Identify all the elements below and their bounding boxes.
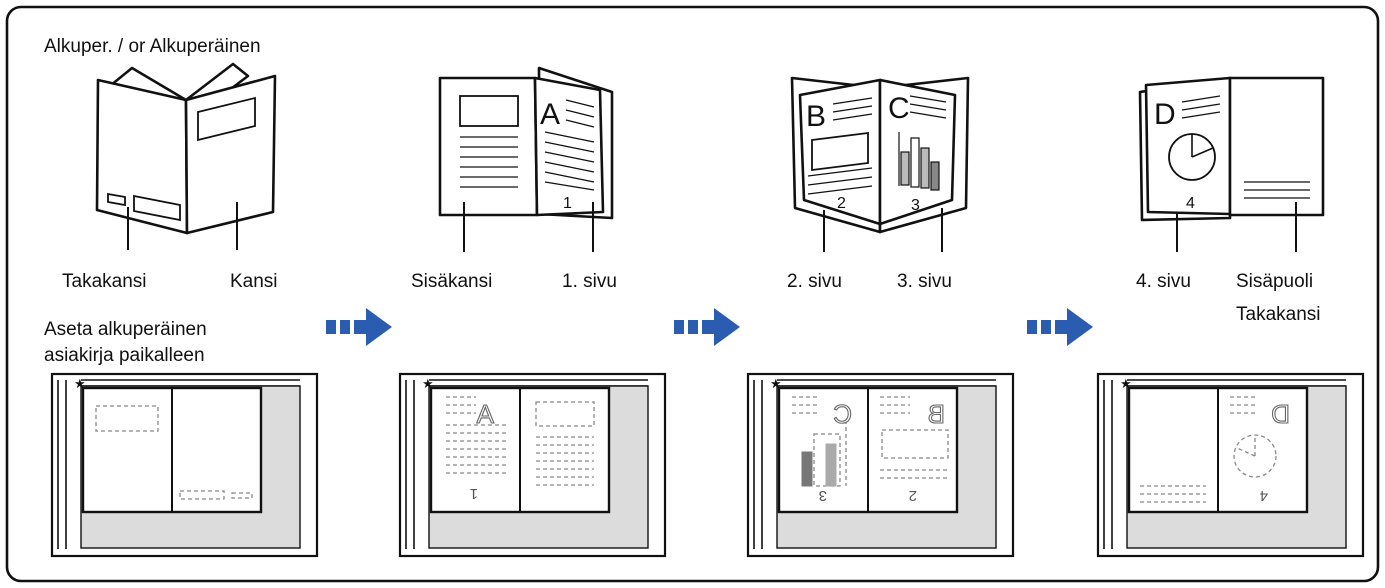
svg-text:★: ★ (770, 376, 782, 391)
back-cover (95, 78, 189, 235)
arrow-right-icon (1027, 308, 1093, 346)
arrow-right-icon (674, 308, 740, 346)
page-2-label: 2. sivu (787, 271, 842, 292)
outer-frame (5, 5, 1380, 583)
page-number-2: 2 (837, 195, 846, 212)
mirrored-number-2: 2 (909, 487, 917, 504)
inside-back-label-line1: Sisäpuoli (1236, 271, 1313, 292)
inside-cover-label: Sisäkansi (411, 271, 492, 292)
page-letter-c: C (888, 92, 910, 125)
place-original-line2: asiakirja paikalleen (44, 345, 205, 366)
front-cover-label: Kansi (230, 271, 278, 292)
scanner-glass-step-3: ★ C B 3 2 (746, 372, 1015, 558)
page-number-1: 1 (563, 195, 572, 212)
mirrored-letter-b: B (928, 399, 945, 429)
original-title: Alkuper. / or Alkuperäinen (44, 36, 261, 57)
place-original-line1: Aseta alkuperäinen (44, 319, 207, 340)
mirrored-number-4: 4 (1260, 487, 1268, 504)
mirrored-letter-a: A (476, 399, 494, 429)
front-cover (184, 74, 277, 235)
book-spread-1: A 1 Sisäkansi 1. sivu (411, 66, 617, 292)
page-4-label: 4. sivu (1136, 271, 1191, 292)
mirrored-number-1: 1 (470, 485, 478, 502)
scanner-glass-step-4: ★ D 4 (1096, 372, 1365, 558)
book-spread-3: D 4 4. sivu Sisäpuoli Takakansi (1136, 76, 1325, 325)
mirrored-letter-c: C (833, 399, 852, 429)
page-letter-b: B (806, 100, 826, 133)
page-letter-a: A (540, 98, 560, 131)
page-letter-d: D (1154, 98, 1176, 131)
scanner-glass-step-2: ★ A 1 (398, 372, 667, 558)
original-book: Alkuper. / or Alkuperäinen Takakansi Kan… (44, 36, 278, 292)
svg-text:★: ★ (1120, 376, 1132, 391)
mirrored-number-3: 3 (819, 487, 827, 504)
inside-back-label-line2: Takakansi (1236, 304, 1321, 325)
inside-back-cover-page (1228, 76, 1325, 217)
arrow-right-icon (326, 308, 392, 346)
book-spread-2: B C 2 3 2. sivu 3. sivu (787, 76, 970, 292)
page-1-label: 1. sivu (562, 271, 617, 292)
mirrored-letter-d: D (1271, 399, 1290, 429)
page-3-label: 3. sivu (897, 271, 952, 292)
scanner-glass-step-1: ★ (50, 372, 319, 558)
back-cover-label: Takakansi (62, 271, 147, 292)
svg-text:★: ★ (74, 376, 86, 391)
page-number-4: 4 (1186, 195, 1195, 212)
svg-text:★: ★ (422, 376, 434, 391)
page-number-3: 3 (911, 197, 920, 214)
